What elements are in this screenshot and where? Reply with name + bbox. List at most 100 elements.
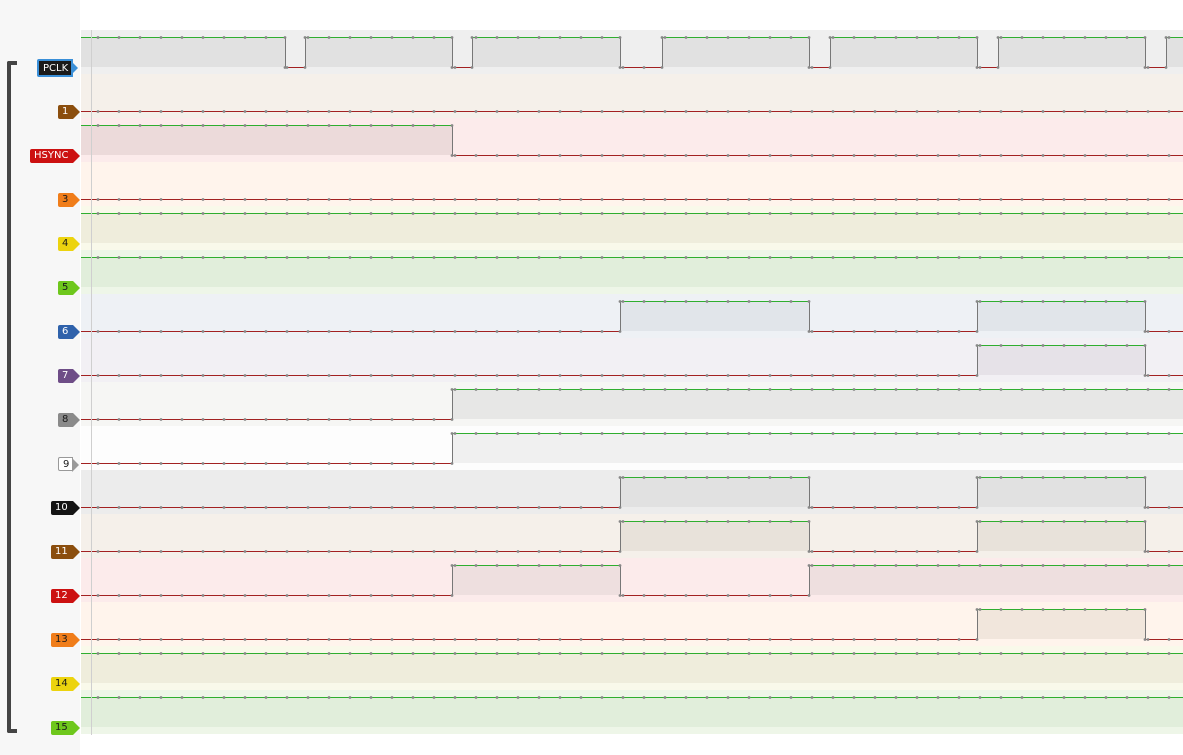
channel-label-8[interactable]: 8 [58,413,80,427]
sample-dot [516,256,520,259]
trace-row-pclk[interactable] [81,30,1183,74]
trace-row-12[interactable] [81,558,1183,602]
sample-dot [684,256,688,259]
trace-row-9[interactable] [81,426,1183,470]
channel-label-12[interactable]: 12 [51,589,80,603]
trace-row-13[interactable] [81,602,1183,646]
sample-dot [999,256,1003,259]
sample-dot [369,36,373,39]
sample-dot [411,256,415,259]
sample-dot [684,154,688,157]
label-pointer-icon [73,501,80,515]
channel-label-11[interactable]: 11 [51,545,80,559]
sample-dot [642,110,646,113]
waveform-11 [81,520,1183,553]
sample-dot [327,652,331,655]
high-level-fill [305,37,452,67]
trace-row-5[interactable] [81,250,1183,294]
trace-row-7[interactable] [81,338,1183,382]
sample-dot [348,256,352,259]
sample-dot [369,638,373,641]
sample-dot [1062,300,1066,303]
sample-dot [957,550,961,553]
sample-dot [264,550,268,553]
edge-dot [807,36,811,39]
sample-dot [1146,212,1150,215]
high-level-fill [1166,37,1183,67]
channel-label-pclk[interactable]: PCLK [37,59,78,77]
sample-dot [264,696,268,699]
sample-dot [978,388,982,391]
sample-dot [138,652,142,655]
channel-label-13[interactable]: 13 [51,633,80,647]
sample-dot [264,330,268,333]
sample-dot [1041,212,1045,215]
edge-dot [303,66,307,69]
sample-dot [810,212,814,215]
sample-dot [537,506,541,509]
sample-dot [1020,256,1024,259]
sample-dot [579,652,583,655]
sample-dot [222,330,226,333]
channel-label-10[interactable]: 10 [51,501,80,515]
channel-label-hsync[interactable]: HSYNC [30,149,80,163]
trace-row-6[interactable] [81,294,1183,338]
sample-dot [1125,154,1129,157]
sample-dot [852,550,856,553]
sample-dot [159,550,163,553]
channel-label-1[interactable]: 1 [58,105,80,119]
sample-dot [1146,66,1150,69]
sample-dot [159,594,163,597]
channel-label-9[interactable]: 9 [58,457,79,472]
channel-label-text: 15 [55,722,68,733]
trace-row-8[interactable] [81,382,1183,426]
sample-dot [852,110,856,113]
sample-dot [327,418,331,421]
channel-label-14[interactable]: 14 [51,677,80,691]
edge-dot [450,36,454,39]
time-cursor[interactable] [91,30,92,735]
sample-dot [390,418,394,421]
trace-row-11[interactable] [81,514,1183,558]
trace-row-14[interactable] [81,646,1183,690]
sample-dot [1062,344,1066,347]
trace-row-3[interactable] [81,162,1183,206]
channel-label-7[interactable]: 7 [58,369,80,383]
trace-row-1[interactable] [81,74,1183,118]
sample-dot [327,696,331,699]
sample-dot [579,154,583,157]
edge-dot [618,594,622,597]
high-level-fill [977,301,1145,331]
sample-dot [747,212,751,215]
sample-dot [348,418,352,421]
sample-dot [369,594,373,597]
channel-label-5[interactable]: 5 [58,281,80,295]
channel-group-bracket[interactable] [7,61,17,733]
trace-row-10[interactable] [81,470,1183,514]
sample-dot [915,432,919,435]
sample-dot [621,652,625,655]
channel-label-text: 12 [55,590,68,601]
channel-label-3[interactable]: 3 [58,193,80,207]
trace-row-hsync[interactable] [81,118,1183,162]
sample-dot [831,330,835,333]
sample-dot [600,388,604,391]
high-level-fill [620,477,809,507]
sample-dot [411,374,415,377]
sample-dot [936,36,940,39]
channel-label-6[interactable]: 6 [58,325,80,339]
label-pointer-icon [73,589,80,603]
trace-row-15[interactable] [81,690,1183,734]
sample-dot [306,212,310,215]
sample-dot [1104,652,1108,655]
channel-label-15[interactable]: 15 [51,721,80,735]
channel-label-4[interactable]: 4 [58,237,80,251]
sample-dot [684,696,688,699]
trace-row-4[interactable] [81,206,1183,250]
sample-dot [495,388,499,391]
edge-dot [1143,506,1147,509]
sample-dot [96,462,100,465]
sample-dot [243,418,247,421]
high-level-fill [977,477,1145,507]
sample-dot [474,198,478,201]
